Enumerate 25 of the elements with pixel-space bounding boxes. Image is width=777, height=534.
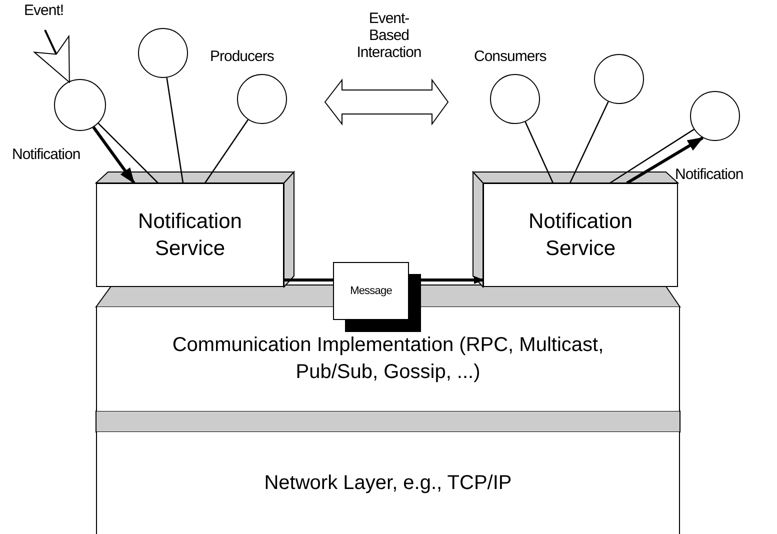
connector-line xyxy=(166,78,184,184)
circle-node xyxy=(690,91,740,141)
arrow xyxy=(92,126,136,184)
edge-label: Event! xyxy=(24,2,64,19)
hollow-arrow xyxy=(34,30,70,83)
edge-label: Notification xyxy=(675,166,744,183)
circle-node xyxy=(54,79,106,131)
circle-node xyxy=(138,28,188,78)
service-box: Notification Service xyxy=(483,183,678,287)
connector-line xyxy=(98,122,158,184)
connector-line xyxy=(569,101,609,184)
text-label: Event-Based Interaction xyxy=(356,10,422,61)
service-box: Notification Service xyxy=(96,183,284,287)
circle-node xyxy=(237,74,287,124)
connector-line xyxy=(204,119,249,184)
circle-node xyxy=(594,54,644,104)
edge-label: Notification xyxy=(12,146,80,163)
arrow xyxy=(626,136,704,184)
text-label: Consumers xyxy=(474,48,546,65)
circle-node xyxy=(490,74,540,124)
layer-box: Communication Implementation (RPC, Multicast, Pub/Sub, Gossip, ...) xyxy=(96,307,680,411)
connector-line xyxy=(610,128,694,184)
connector-line xyxy=(524,122,554,184)
layer-box: Network Layer, e.g., TCP/IP xyxy=(96,432,680,534)
text-label: Producers xyxy=(210,48,274,65)
